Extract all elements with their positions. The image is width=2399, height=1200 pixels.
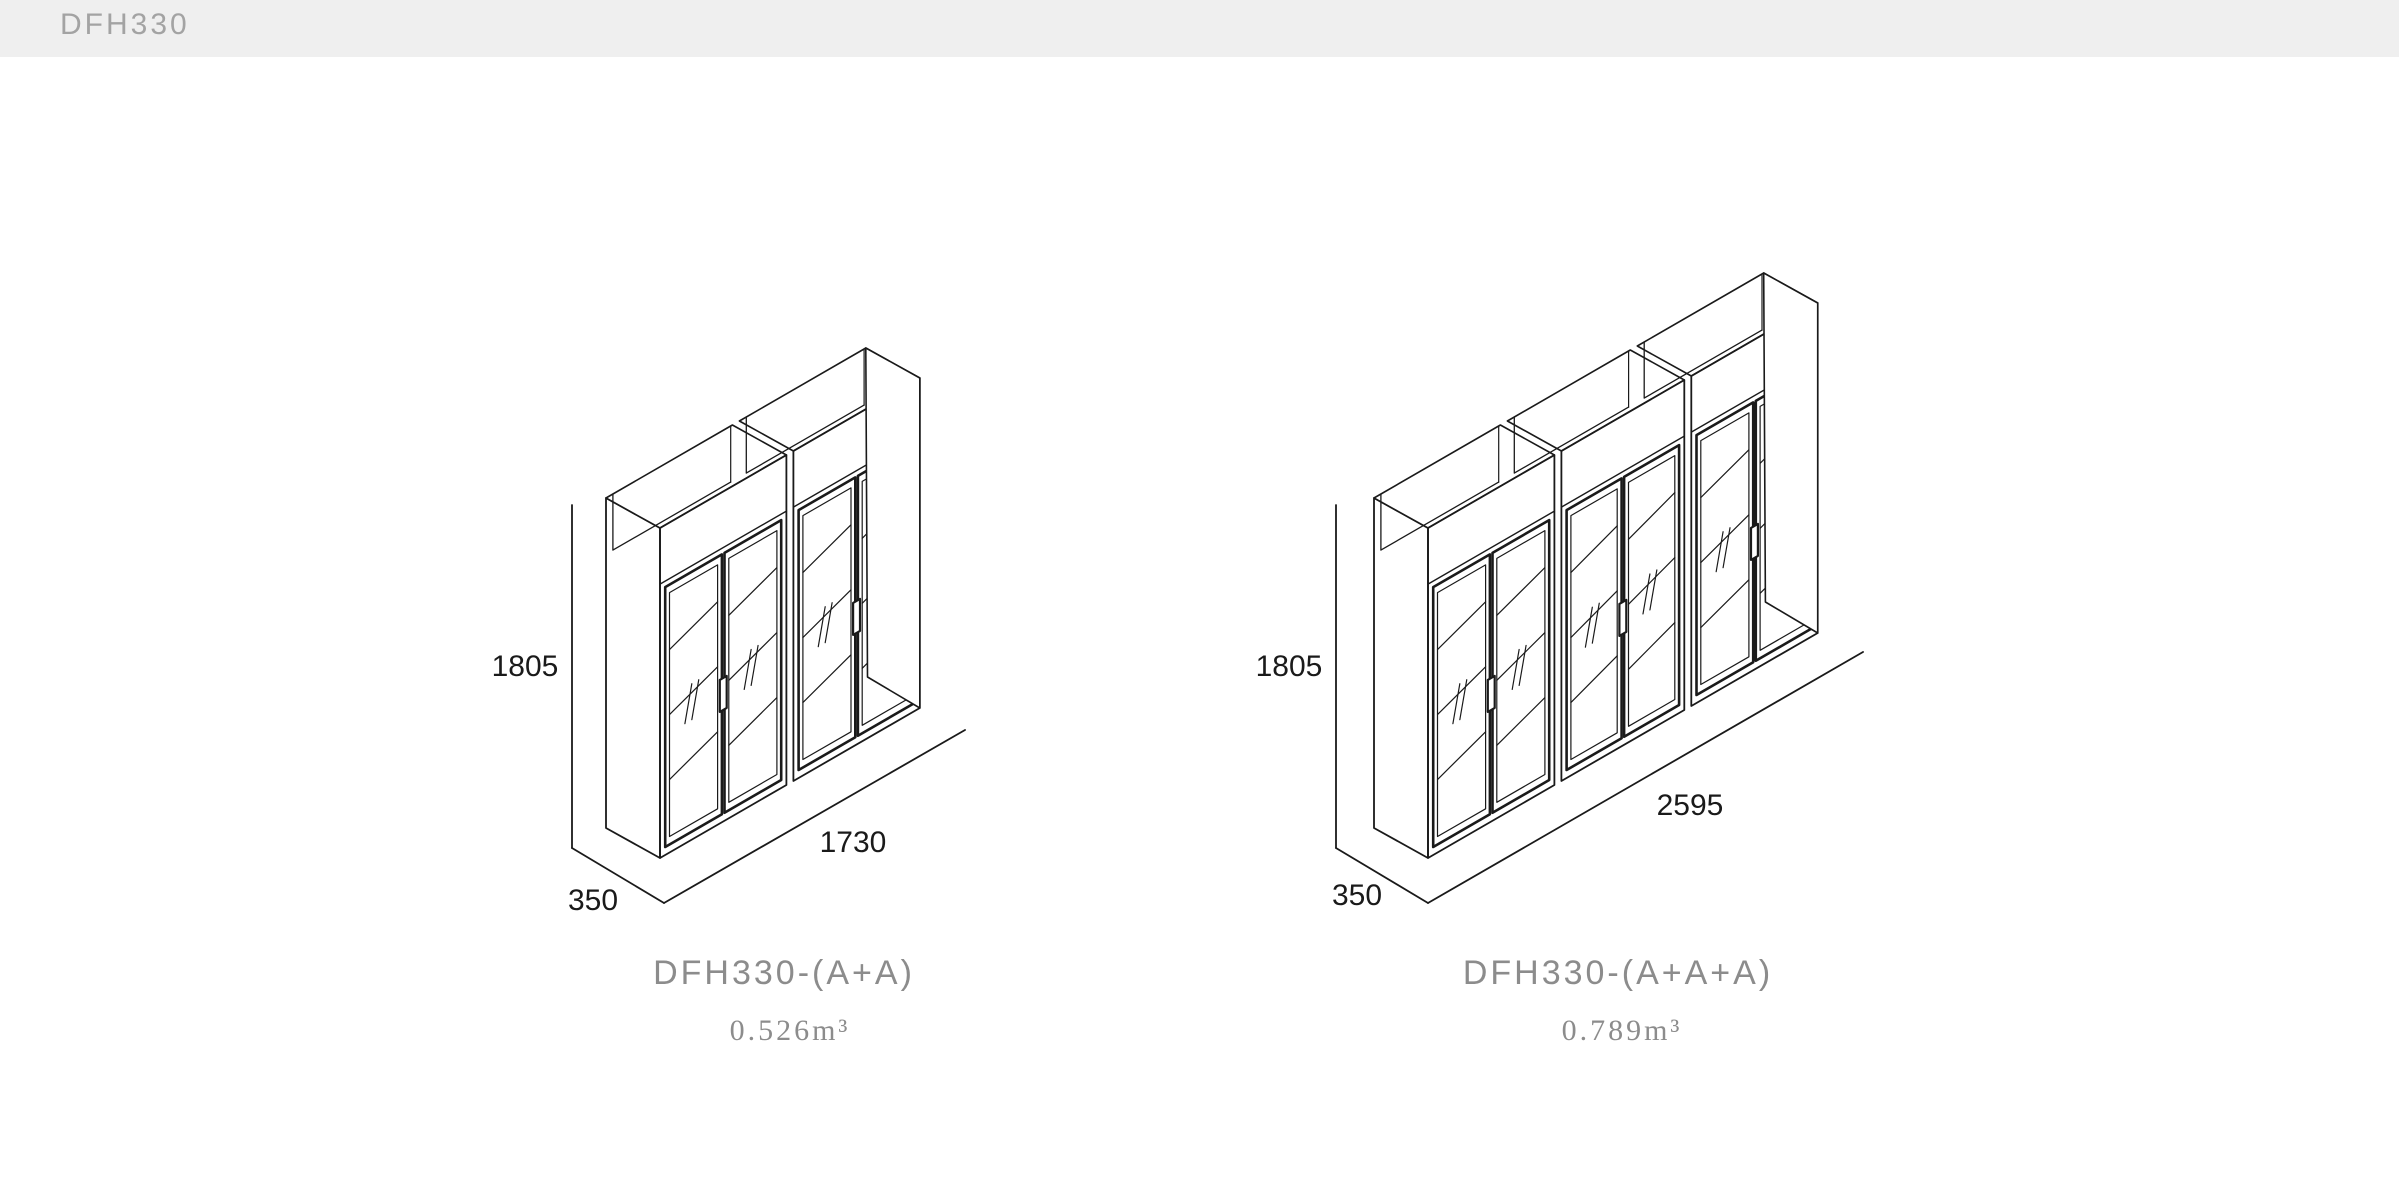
header-title: DFH330 <box>60 8 190 41</box>
door-handle <box>1486 674 1496 714</box>
glass-reflection <box>817 606 826 648</box>
side-panel <box>605 497 661 859</box>
top-compartment <box>1643 329 1763 399</box>
glass-pane <box>728 529 778 803</box>
module-front <box>1427 454 1556 859</box>
height-dimension-label: 1805 <box>492 650 559 683</box>
module-front <box>659 454 788 859</box>
glass-pane <box>1627 455 1676 727</box>
glass-door <box>797 476 857 772</box>
glass-door <box>1695 401 1755 697</box>
module-top <box>1506 349 1686 452</box>
depth-dimension-label: 350 <box>1332 879 1382 912</box>
header-bar: DFH330 <box>0 0 2399 57</box>
top-compartment <box>1560 435 1686 508</box>
glass-reflection <box>1511 648 1520 691</box>
cabinet-drawing-3-module <box>1335 272 1864 904</box>
shelf-line <box>1570 525 1618 574</box>
module-front <box>1560 379 1686 782</box>
top-compartment <box>1513 406 1630 474</box>
shelf-line <box>728 631 778 681</box>
shelf-line <box>802 654 852 704</box>
glass-reflection <box>743 648 752 691</box>
model-volume: 0.789m³ <box>1561 1014 1683 1047</box>
shelf-line <box>1436 731 1487 781</box>
depth-dimension-line <box>1335 847 1429 904</box>
glass-reflection <box>1642 573 1651 615</box>
width-dimension-label: 2595 <box>1657 789 1724 822</box>
glass-pane <box>802 487 852 761</box>
glass-door <box>1431 553 1492 849</box>
glass-pane <box>668 564 719 838</box>
width-dimension-line <box>663 729 966 904</box>
right-side-panel <box>864 347 921 709</box>
top-compartment <box>1427 510 1556 585</box>
shelf-line <box>1496 631 1546 681</box>
shelf-line <box>1627 621 1676 670</box>
glass-reflection <box>1591 602 1600 644</box>
glass-reflection <box>1722 527 1731 569</box>
depth-dimension-label: 350 <box>568 884 618 917</box>
shelf-line <box>1700 449 1750 499</box>
door-handle <box>851 597 862 637</box>
shelf-line <box>1496 696 1546 746</box>
shelf-line <box>728 696 778 746</box>
top-compartment <box>745 404 865 474</box>
glass-door <box>1565 477 1623 772</box>
shelf-line <box>1570 655 1618 704</box>
shelf-line <box>1627 556 1676 605</box>
module-top <box>605 424 788 529</box>
module-top <box>1373 424 1556 529</box>
top-compartment <box>1380 481 1500 551</box>
glass-reflection <box>1715 531 1724 573</box>
height-dimension-label: 1805 <box>1256 650 1323 683</box>
door-handle <box>718 674 728 714</box>
glass-pane <box>1496 529 1546 803</box>
glass-door <box>1491 518 1551 815</box>
depth-dimension-line <box>571 847 665 904</box>
shelf-line <box>1436 666 1487 716</box>
door-handle <box>1749 522 1760 562</box>
width-dimension-label: 1730 <box>820 826 887 859</box>
model-volume: 0.526m³ <box>729 1014 851 1047</box>
cabinet-drawing-2-module <box>571 347 966 904</box>
width-dimension-line <box>1427 651 1864 904</box>
glass-reflection <box>1584 606 1593 648</box>
shelf-line <box>802 589 852 639</box>
glass-reflection <box>824 602 833 644</box>
right-side-panel <box>1762 272 1819 634</box>
shelf-line <box>1436 601 1487 651</box>
shelf-line <box>802 524 852 574</box>
glass-pane <box>1570 488 1618 761</box>
glass-reflection <box>1459 679 1468 721</box>
shelf-line <box>668 601 719 651</box>
glass-reflection <box>1452 683 1461 725</box>
shelf-line <box>1496 566 1546 616</box>
door-handle <box>1618 598 1628 638</box>
model-code: DFH330-(A+A+A) <box>1462 954 1774 992</box>
glass-reflection <box>684 683 693 725</box>
shelf-line <box>668 731 719 781</box>
glass-reflection <box>750 644 759 687</box>
glass-reflection <box>1649 569 1658 611</box>
side-panel <box>1373 497 1429 859</box>
shelf-line <box>1700 579 1750 629</box>
model-code: DFH330-(A+A) <box>653 954 915 992</box>
shelf-line <box>1627 491 1676 540</box>
glass-reflection <box>691 679 700 721</box>
shelf-line <box>1570 590 1618 639</box>
shelf-line <box>668 666 719 716</box>
shelf-line <box>728 566 778 616</box>
glass-pane <box>1436 564 1487 838</box>
shelf-line <box>1700 514 1750 564</box>
top-compartment <box>612 481 732 551</box>
glass-door <box>723 518 783 815</box>
glass-door <box>1622 443 1681 739</box>
glass-pane <box>1700 412 1750 686</box>
glass-door <box>663 553 724 849</box>
glass-reflection <box>1518 644 1527 687</box>
top-compartment <box>659 510 788 585</box>
